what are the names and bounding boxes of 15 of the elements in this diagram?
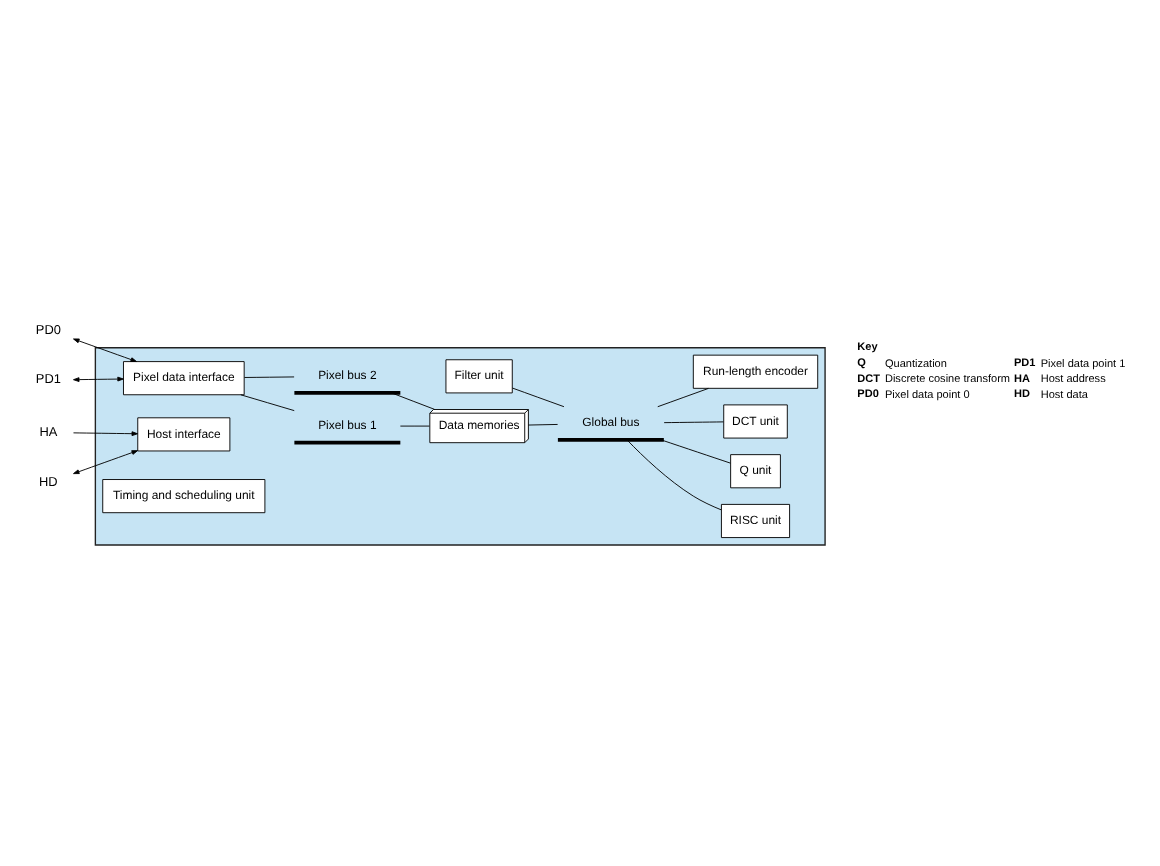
connector (399, 425, 430, 427)
connector (391, 392, 435, 410)
connector (626, 439, 722, 511)
connector (660, 439, 731, 464)
connector (657, 387, 709, 408)
arrow (73, 431, 138, 437)
connector (512, 387, 565, 408)
connector (663, 421, 724, 424)
arrow (73, 338, 137, 362)
arrow (73, 376, 124, 382)
connector (527, 424, 559, 426)
cluster (94, 347, 826, 546)
arrow (73, 450, 138, 475)
connector (240, 394, 295, 412)
connector (244, 376, 295, 378)
